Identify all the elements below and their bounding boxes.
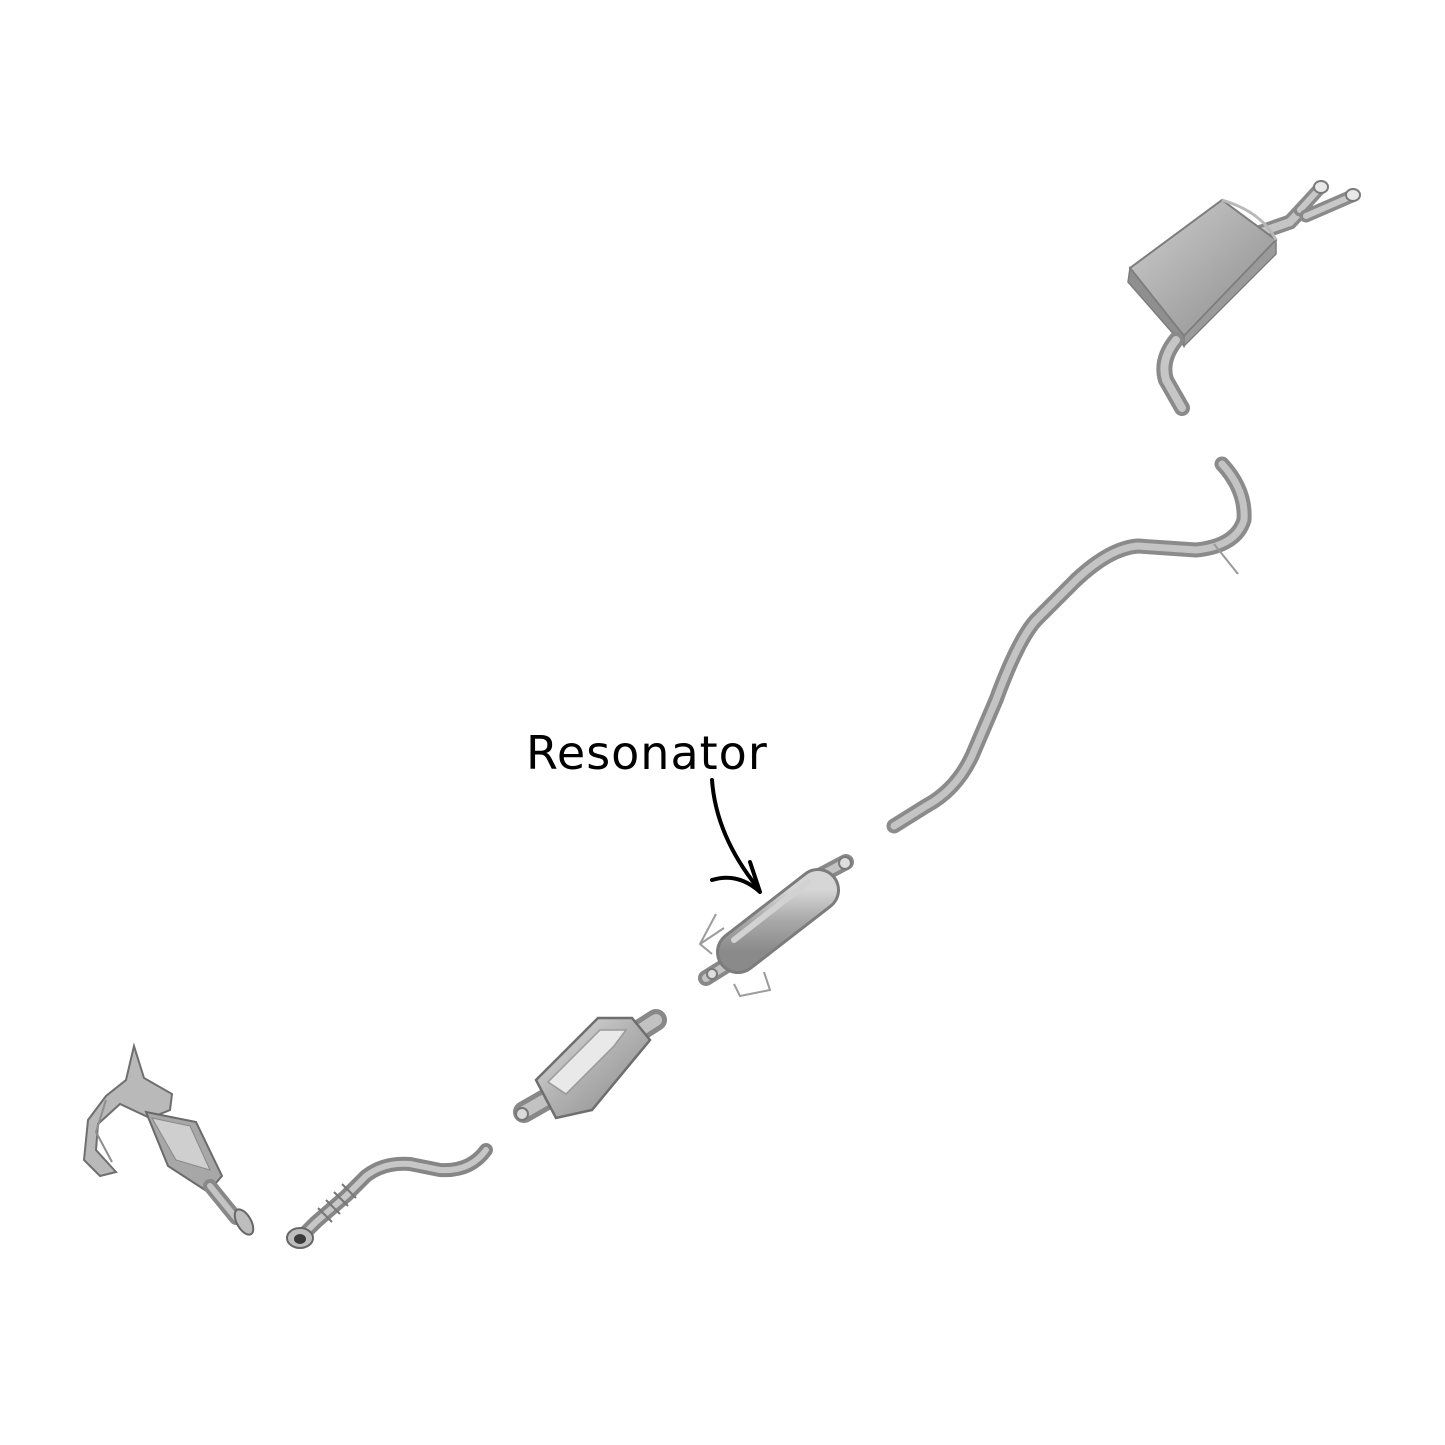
callout-arrow	[710, 778, 760, 890]
catalytic-converter	[513, 1009, 667, 1123]
intermediate-pipe	[886, 456, 1252, 834]
muffler	[1127, 180, 1361, 416]
exhaust-manifold	[82, 1042, 255, 1236]
resonator-callout: Resonator	[526, 726, 768, 894]
resonator-label: Resonator	[526, 726, 768, 780]
resonator	[698, 854, 854, 998]
front-pipe	[286, 1143, 493, 1249]
